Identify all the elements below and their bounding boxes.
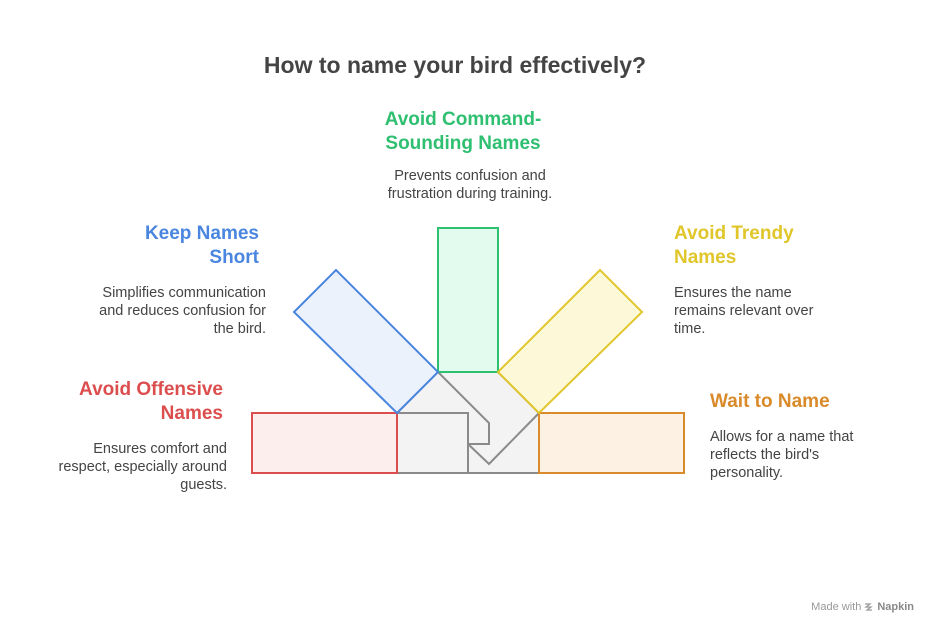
avoid-command-desc-line1: Prevents confusion and xyxy=(394,168,546,184)
hub-connector-center xyxy=(437,371,490,445)
avoid-offensive-desc-line2: respect, especially around xyxy=(58,459,227,475)
diagram-title: How to name your bird effectively? xyxy=(263,52,647,78)
keep-short-desc-line2: and reduces confusion for xyxy=(99,303,266,319)
wait-to-name-desc-line2: reflects the bird's xyxy=(710,447,820,463)
watermark-text: Made with xyxy=(811,601,862,613)
avoid-trendy-description: Ensures the name remains relevant over t… xyxy=(674,284,874,338)
wait-to-name-desc-line3: personality. xyxy=(710,465,784,481)
avoid-trendy-label-line2: Names xyxy=(674,247,737,268)
avoid-command-label-line2: Sounding Names xyxy=(385,133,541,154)
avoid-offensive-desc-line1: Ensures comfort and xyxy=(93,441,227,457)
avoid-offensive-description: Ensures comfort and respect, especially … xyxy=(20,440,227,494)
avoid-trendy-desc-line3: time. xyxy=(674,321,706,337)
avoid-command-description: Prevents confusion and frustration durin… xyxy=(330,167,610,203)
avoid-command-label-line1: Avoid Command- xyxy=(384,109,542,130)
wait-to-name-desc-line1: Allows for a name that xyxy=(710,429,854,445)
avoid-trendy-label: Avoid Trendy Names xyxy=(674,222,874,270)
watermark-brand: Napkin xyxy=(877,601,914,613)
napkin-logo-icon xyxy=(864,603,874,611)
avoid-trendy-desc-line2: remains relevant over xyxy=(674,303,814,319)
avoid-offensive-label-line2: Names xyxy=(160,403,223,424)
wait-to-name-label: Wait to Name xyxy=(710,390,910,414)
avoid-offensive-label: Avoid Offensive Names xyxy=(20,378,223,426)
keep-short-label-line1: Keep Names xyxy=(144,223,259,244)
wait-to-name-label-line1: Wait to Name xyxy=(710,391,830,412)
keep-short-label: Keep Names Short xyxy=(60,222,259,270)
watermark: Made with Napkin xyxy=(811,601,914,613)
avoid-offensive-bar xyxy=(251,412,398,474)
avoid-trendy-desc-line1: Ensures the name xyxy=(674,285,792,301)
wait-to-name-bar xyxy=(538,412,685,474)
avoid-offensive-desc-line3: guests. xyxy=(180,477,227,493)
keep-short-desc-line3: the bird. xyxy=(213,321,266,337)
avoid-trendy-label-line1: Avoid Trendy xyxy=(674,223,794,244)
hub-connector-right xyxy=(467,412,540,466)
avoid-offensive-label-line1: Avoid Offensive xyxy=(79,379,223,400)
wait-to-name-description: Allows for a name that reflects the bird… xyxy=(710,428,910,482)
keep-short-desc-line1: Simplifies communication xyxy=(102,285,266,301)
avoid-trendy-bar xyxy=(496,268,644,415)
keep-short-bar xyxy=(292,268,440,415)
keep-short-description: Simplifies communication and reduces con… xyxy=(40,284,266,338)
hub-connector-left xyxy=(397,412,469,473)
avoid-command-bar xyxy=(437,227,499,373)
avoid-command-desc-line2: frustration during training. xyxy=(387,186,553,202)
avoid-command-label: Avoid Command- Sounding Names xyxy=(340,108,586,156)
keep-short-label-line2: Short xyxy=(209,247,259,268)
